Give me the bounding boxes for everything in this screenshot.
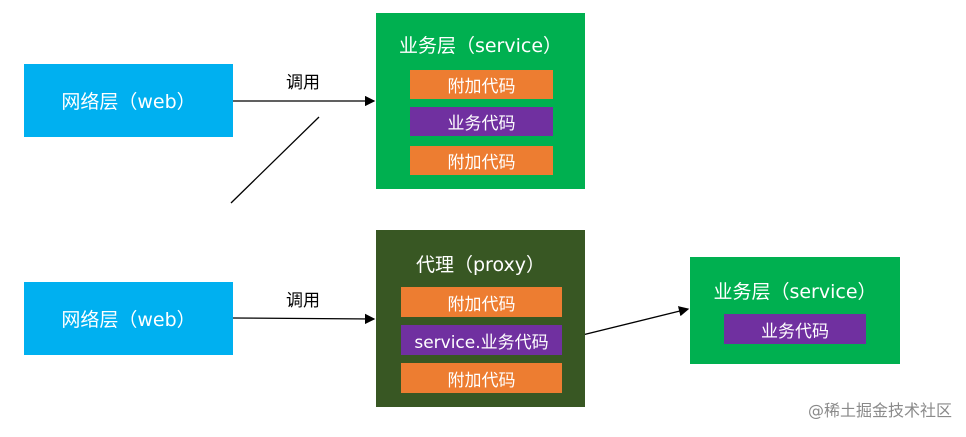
web-layer-box-bottom: 网络层（web） [24,282,233,355]
service-layer-title: 业务层（service） [713,281,877,303]
web-layer-box-top: 网络层（web） [24,64,233,137]
extra-code-strip: 附加代码 [410,146,553,175]
proxy-box: 代理（proxy） 附加代码 service.业务代码 附加代码 [376,230,585,407]
web-layer-label: 网络层（web） [61,91,196,113]
call-label-top: 调用 [286,73,320,93]
service-layer-box-bottom: 业务层（service） 业务代码 [690,257,900,364]
bottom-call-arrow [232,313,376,325]
strike-line [230,116,320,204]
service-layer-box-top: 业务层（service） 附加代码 业务代码 附加代码 [376,13,585,189]
watermark-text: @稀土掘金技术社区 [807,401,952,420]
business-code-strip: 业务代码 [724,314,866,344]
service-business-code-strip: service.业务代码 [401,325,562,355]
business-code-strip: 业务代码 [410,107,553,136]
extra-code-strip: 附加代码 [410,70,553,99]
call-label-bottom: 调用 [286,291,320,311]
extra-code-strip: 附加代码 [401,363,562,393]
service-layer-title: 业务层（service） [398,35,563,57]
extra-code-strip: 附加代码 [401,287,562,317]
proxy-title: 代理（proxy） [416,254,545,276]
web-layer-label: 网络层（web） [61,309,196,331]
